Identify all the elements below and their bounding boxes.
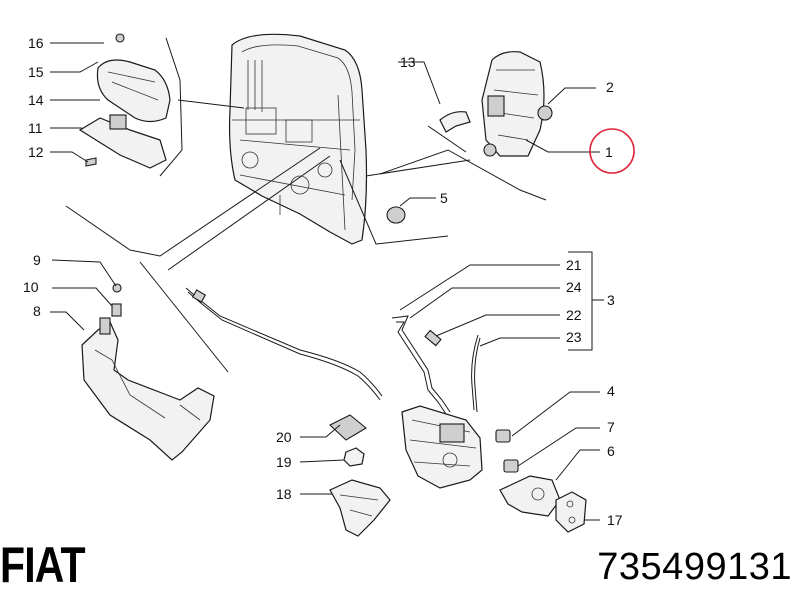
callout-19: 19 <box>276 454 292 470</box>
inner-handle-assembly-drawing <box>439 51 553 157</box>
callout-labels: 16 15 14 11 12 13 2 1 5 9 10 8 21 24 22 … <box>23 35 623 528</box>
rod-drawing <box>391 315 451 413</box>
door-lock-drawing <box>401 405 483 489</box>
callout-23: 23 <box>566 329 582 345</box>
brand-logo: FIAT <box>0 537 86 593</box>
callout-12: 12 <box>28 144 44 160</box>
callout-7: 7 <box>607 419 615 435</box>
part-number: 735499131 <box>597 546 792 588</box>
callout-15: 15 <box>28 64 44 80</box>
hinge-drawing <box>495 429 587 533</box>
cap-part-drawing <box>386 206 406 224</box>
cable-23-drawing <box>471 334 479 411</box>
highlight-circle <box>589 128 635 174</box>
guide-drawing <box>329 479 391 537</box>
pad-drawing <box>329 414 367 441</box>
callout-6: 6 <box>607 443 615 459</box>
door-frame-drawing <box>228 33 368 245</box>
clip-drawing <box>424 329 442 347</box>
callout-2: 2 <box>606 79 614 95</box>
callout-16: 16 <box>28 35 44 51</box>
callout-5: 5 <box>440 190 448 206</box>
bracket-drawing <box>81 283 215 461</box>
nut-drawing <box>343 447 365 467</box>
callout-22: 22 <box>566 307 582 323</box>
callout-18: 18 <box>276 486 292 502</box>
callout-10: 10 <box>23 279 39 295</box>
callout-20: 20 <box>276 429 292 445</box>
leader-lines <box>50 37 604 521</box>
callout-9: 9 <box>33 252 41 268</box>
callout-11: 11 <box>28 120 43 136</box>
callout-13: 13 <box>400 54 416 70</box>
callout-8: 8 <box>33 303 41 319</box>
callout-4: 4 <box>607 383 615 399</box>
callout-1: 1 <box>605 144 613 160</box>
callout-14: 14 <box>28 92 44 108</box>
callout-21: 21 <box>566 257 582 273</box>
outer-handle-drawing <box>78 33 171 169</box>
callout-24: 24 <box>566 279 582 295</box>
callout-3: 3 <box>607 292 615 308</box>
callout-17: 17 <box>607 512 623 528</box>
cable-drawing <box>185 287 383 401</box>
